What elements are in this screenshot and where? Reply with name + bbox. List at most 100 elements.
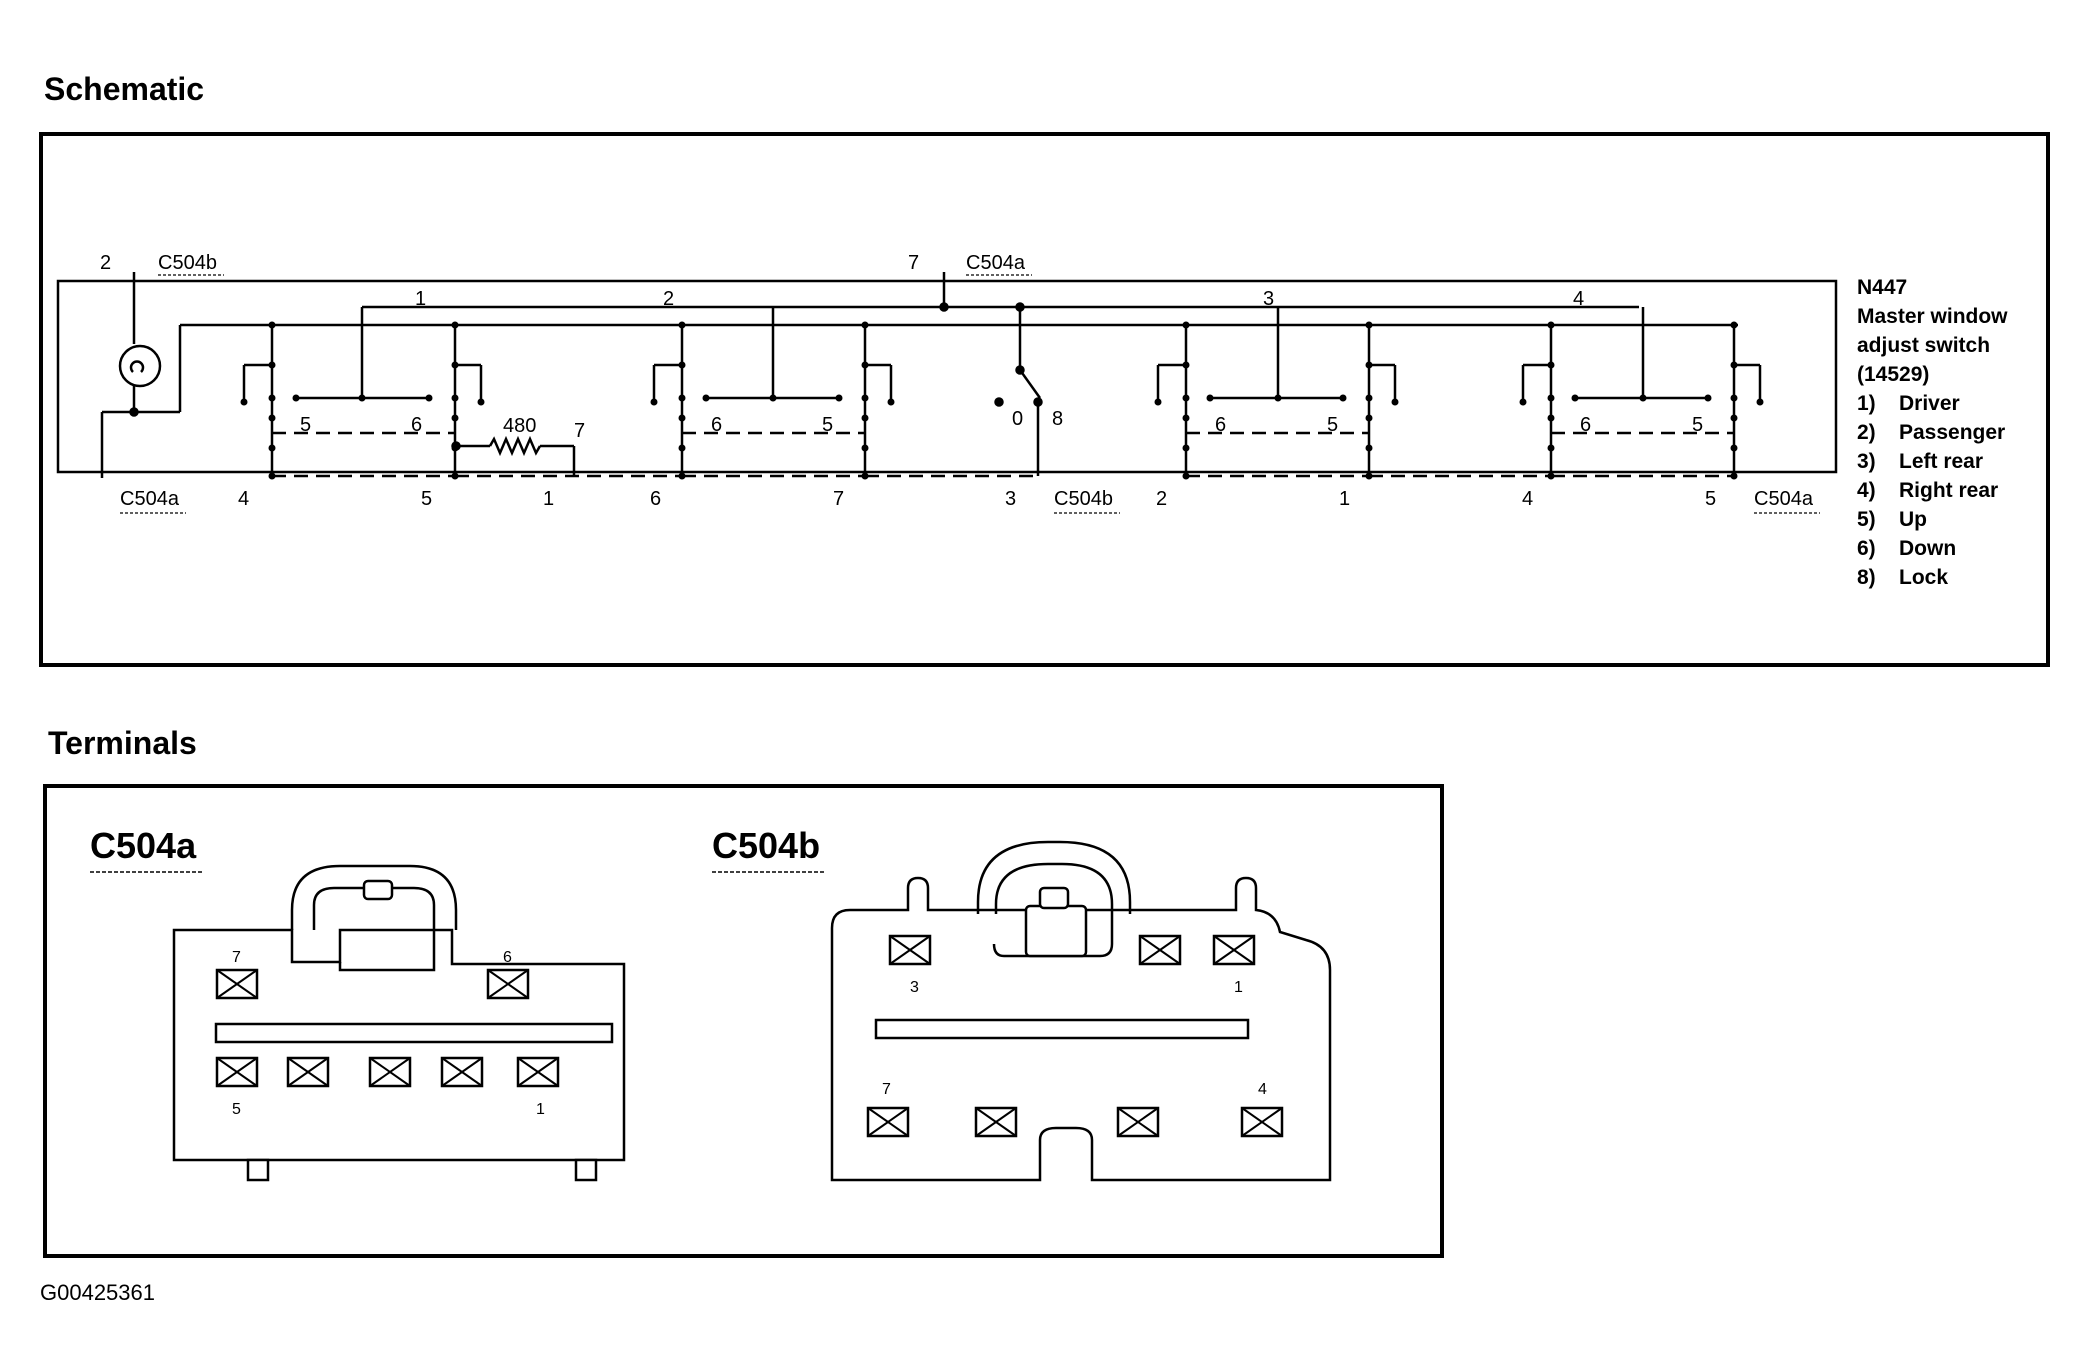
junction-dot: [1730, 414, 1738, 422]
junction-dot: [268, 394, 276, 402]
switch-number-4: 4: [1573, 288, 1584, 310]
junction-dot: [678, 321, 686, 329]
junction-dot: [1365, 414, 1373, 422]
junction-dot: [358, 394, 366, 402]
connector-c504b: [830, 840, 1332, 1182]
junction-dot: [861, 414, 869, 422]
legend-item-num: 6): [1857, 537, 1876, 560]
junction-dot: [1730, 472, 1738, 480]
connector-label: C504a: [1754, 488, 1814, 510]
junction-dot: [1182, 414, 1190, 422]
pin-label: 7: [908, 252, 919, 274]
contact-label: 6: [411, 414, 422, 436]
junction-dot: [1182, 321, 1190, 329]
terminals-frame: [43, 784, 1444, 1258]
connector-c504a: [172, 864, 626, 1182]
junction-dot: [1182, 394, 1190, 402]
junction-dot: [1365, 394, 1373, 402]
cavity-icon: [866, 1106, 910, 1138]
resistor-value: 480: [503, 415, 536, 437]
cavity-number: 1: [1234, 979, 1243, 996]
legend-item-label: Down: [1899, 537, 1956, 560]
legend-item-num: 5): [1857, 508, 1876, 531]
junction-dot: [1547, 444, 1555, 452]
pin-label: 7: [833, 488, 844, 510]
cavity-icon: [1240, 1106, 1284, 1138]
junction-dot: [292, 394, 300, 402]
cavity-icon: [888, 934, 932, 966]
junction-dot: [1547, 361, 1555, 369]
contact-label: 5: [1327, 414, 1338, 436]
pin-label: 1: [543, 488, 554, 510]
junction-dot: [678, 394, 686, 402]
junction-dot: [1182, 472, 1190, 480]
legend-line: Master window: [1857, 305, 2008, 328]
cavity-icon: [286, 1056, 330, 1088]
junction-dot: [887, 398, 895, 406]
contact-label: 5: [300, 414, 311, 436]
pin-label: 5: [421, 488, 432, 510]
junction-dot: [1639, 394, 1647, 402]
cavity-number: 4: [1258, 1081, 1267, 1098]
pin-label: 2: [1156, 488, 1167, 510]
cavity-icon: [368, 1056, 412, 1088]
junction-dot: [1730, 321, 1738, 329]
junction-dot: [451, 361, 459, 369]
junction-dot: [1730, 444, 1738, 452]
cavity-icon: [486, 968, 530, 1000]
junction-dot: [861, 321, 869, 329]
legend-line: N447: [1857, 276, 1907, 299]
connector-label: C504b: [1054, 488, 1113, 510]
junction-dot: [861, 444, 869, 452]
terminals-heading: Terminals: [48, 725, 197, 761]
contact-label: 6: [1580, 414, 1591, 436]
feed-pin7: [939, 272, 1025, 312]
junction-dot: [1547, 321, 1555, 329]
schematic-labels: 2 C504b 7 C504a 1 2 3 4 5 6 6 5 6 5 6 5 …: [100, 252, 1820, 514]
resistor: [451, 435, 576, 476]
junction-dot: [861, 394, 869, 402]
legend-line: (14529): [1857, 363, 1929, 386]
junction-dot: [678, 444, 686, 452]
legend-item-num: 1): [1857, 392, 1876, 415]
junction-dot: [1571, 394, 1579, 402]
schematic-frame: [39, 132, 2050, 667]
junction-dot: [1547, 394, 1555, 402]
junction-dot: [678, 361, 686, 369]
legend-item-label: Passenger: [1899, 421, 2005, 444]
junction-dot: [240, 398, 248, 406]
junction-dot: [1182, 444, 1190, 452]
switch-groups: [240, 307, 1764, 480]
junction-dot: [1365, 361, 1373, 369]
legend-item-label: Left rear: [1899, 450, 1983, 473]
cavity-icon: [1212, 934, 1256, 966]
junction-dot: [769, 394, 777, 402]
switch-number-3: 3: [1263, 288, 1274, 310]
resistor-pin: 7: [574, 420, 585, 442]
legend-item-num: 2): [1857, 421, 1876, 444]
junction-dot: [650, 398, 658, 406]
legend-item-label: Lock: [1899, 566, 1948, 589]
junction-dot: [1182, 361, 1190, 369]
junction-dot: [1730, 394, 1738, 402]
legend-item-label: Right rear: [1899, 479, 1998, 502]
junction-dot: [451, 414, 459, 422]
contact-label: 6: [711, 414, 722, 436]
junction-dot: [1365, 321, 1373, 329]
junction-dot: [268, 472, 276, 480]
legend: N447 Master window adjust switch (14529)…: [1857, 276, 2008, 589]
junction-dot: [1154, 398, 1162, 406]
contact-label: 5: [822, 414, 833, 436]
cavity-icon: [974, 1106, 1018, 1138]
legend-item-num: 4): [1857, 479, 1876, 502]
legend-item-label: Up: [1899, 508, 1927, 531]
legend-line: adjust switch: [1857, 334, 1990, 357]
junction-dot: [268, 444, 276, 452]
junction-dot: [1547, 414, 1555, 422]
junction-dot: [861, 361, 869, 369]
pin-label: 4: [1522, 488, 1533, 510]
junction-dot: [702, 394, 710, 402]
switch-body: [56, 279, 1838, 474]
lock-switch: [994, 307, 1043, 476]
junction-dot: [268, 414, 276, 422]
